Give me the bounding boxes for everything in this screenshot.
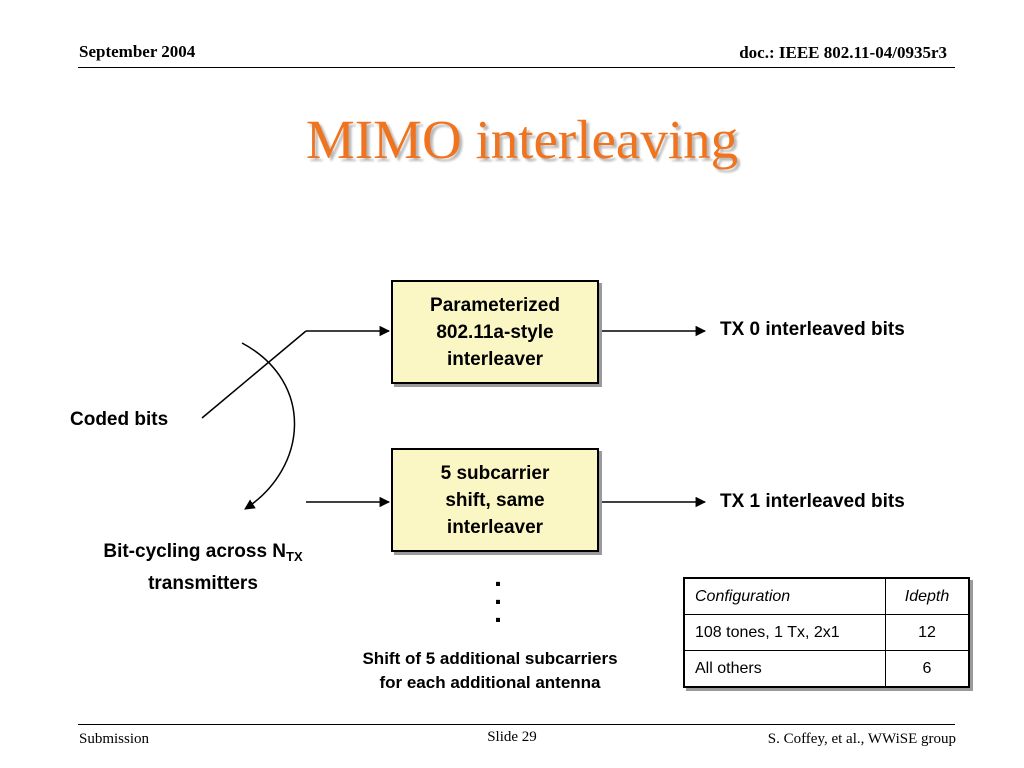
table-row: 108 tones, 1 Tx, 2x1 12: [683, 614, 970, 651]
table-header-configuration: Configuration: [683, 577, 886, 615]
cycling-arc: [241, 342, 296, 510]
table-cell-configuration: All others: [683, 650, 886, 688]
header-divider: [78, 67, 955, 68]
header-doc-id: doc.: IEEE 802.11-04/0935r3: [739, 43, 947, 62]
shift-note: Shift of 5 additional subcarriers for ea…: [362, 649, 618, 692]
bit-cycling-subscript: TX: [286, 549, 303, 564]
input-label-coded-bits: Coded bits: [70, 409, 169, 430]
output-label-tx1: TX 1 interleaved bits: [720, 491, 905, 512]
interleaver-box-bottom: 5 subcarrier shift, same interleaver: [391, 448, 599, 552]
footer-divider: [78, 724, 955, 725]
config-table: Configuration Idepth 108 tones, 1 Tx, 2x…: [683, 577, 970, 688]
table-cell-idepth: 12: [885, 614, 970, 651]
output-label-tx0: TX 0 interleaved bits: [720, 319, 905, 340]
bit-cycling-text: Bit-cycling across N: [103, 541, 287, 562]
bit-cycling-label: Bit-cycling across NTX transmitters: [72, 538, 334, 597]
interleaver-box-top: Parameterized 802.11a-style interleaver: [391, 280, 599, 384]
header-date: September 2004: [79, 42, 196, 61]
footer-slide-number: Slide 29: [487, 729, 537, 745]
footer-authors: S. Coffey, et al., WWiSE group: [767, 731, 956, 747]
footer-submission: Submission: [79, 731, 150, 747]
bit-cycling-line2: transmitters: [148, 573, 258, 594]
table-header-idepth: Idepth: [885, 577, 970, 615]
table-header-row: Configuration Idepth: [683, 577, 970, 615]
table-cell-idepth: 6: [885, 650, 970, 688]
table-cell-configuration: 108 tones, 1 Tx, 2x1: [683, 614, 886, 651]
table-row: All others 6: [683, 650, 970, 688]
switch-arm: [201, 330, 307, 419]
slide-title: MIMO interleaving: [305, 109, 739, 170]
continuation-dots: . . .: [494, 561, 502, 628]
